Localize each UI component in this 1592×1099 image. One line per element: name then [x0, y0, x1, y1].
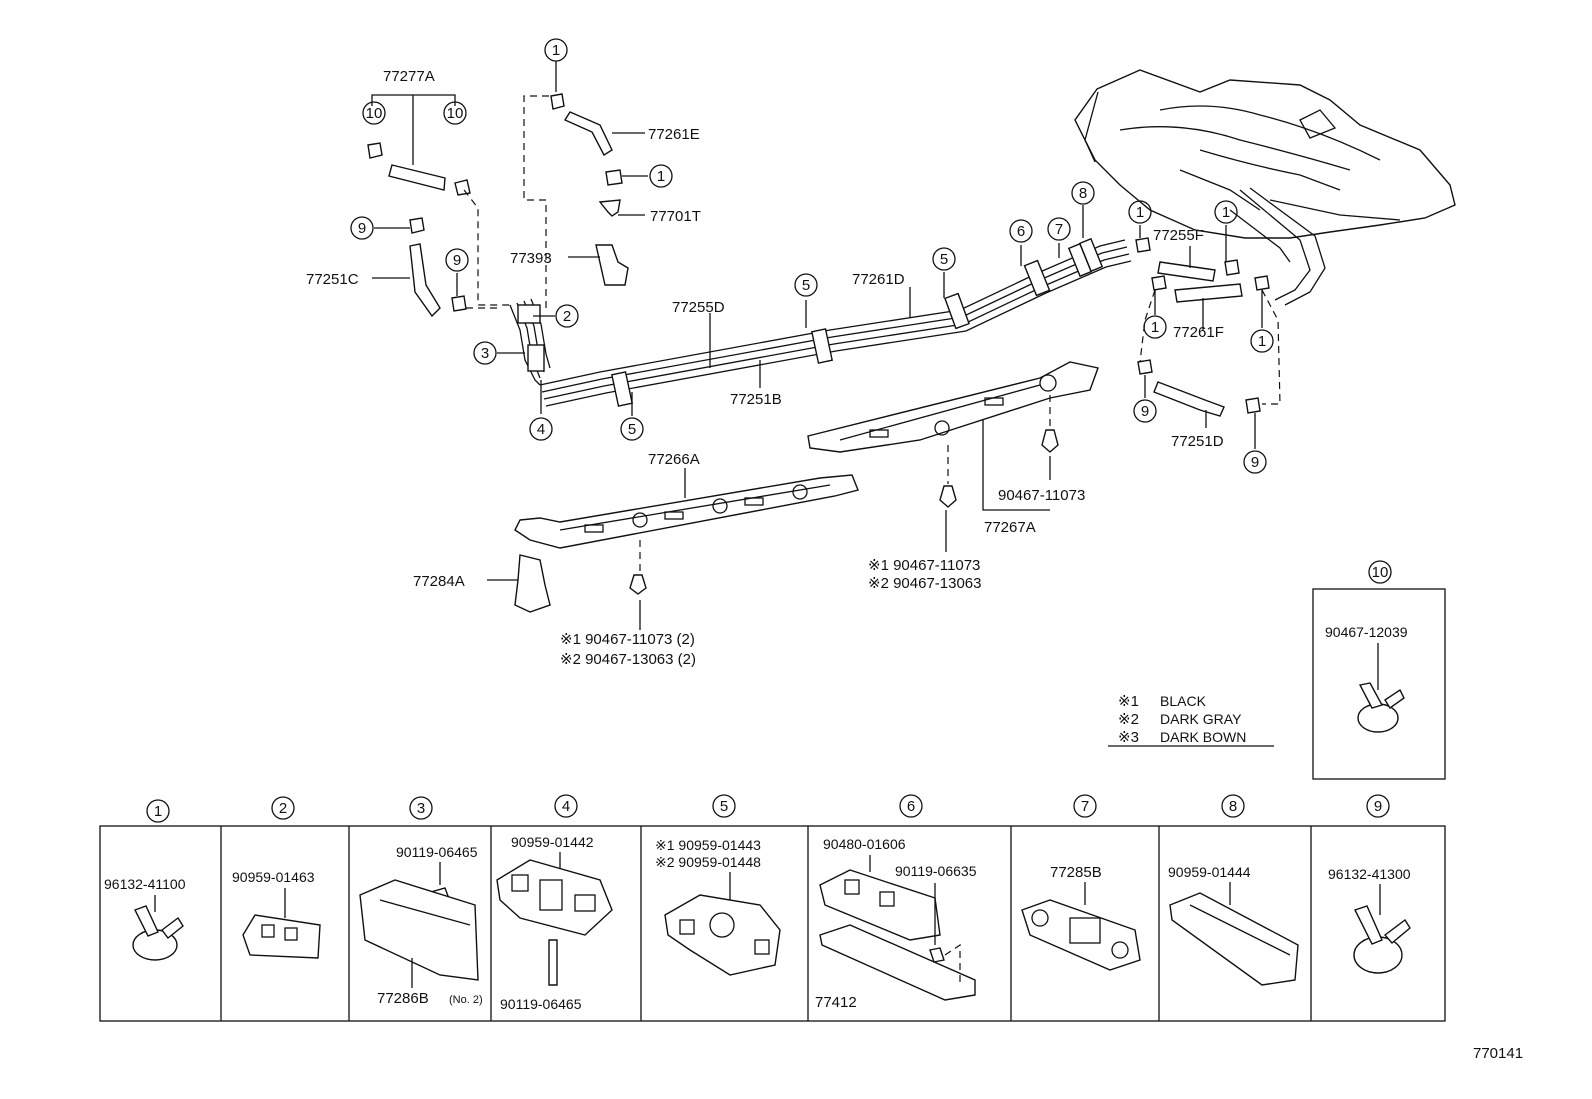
callout-1b: 1	[657, 168, 665, 185]
cell3-part-a: 90119-06465	[396, 844, 478, 860]
legend-key-1: ※1	[1118, 693, 1139, 710]
cell8-part: 90959-01444	[1168, 864, 1251, 880]
callout-9c: 9	[1141, 403, 1149, 420]
part-labels: 77277A 77261E 77701T 77393 77251C 77255D…	[306, 68, 1224, 668]
note-low-1: ※1 90467-11073 (2)	[560, 631, 695, 648]
leader-lines	[372, 61, 1263, 630]
callout-9a: 9	[358, 220, 366, 237]
protector-77266A	[514, 474, 859, 549]
fuel-tank	[1074, 69, 1456, 306]
note-low-2: ※2 90467-13063 (2)	[560, 651, 696, 668]
callout-4: 4	[537, 421, 545, 438]
cell6-part-b: 90119-06635	[895, 863, 977, 879]
label-77701T: 77701T	[650, 208, 701, 225]
table-header-7: 7	[1081, 798, 1089, 815]
cell2-part: 90959-01463	[232, 869, 315, 885]
callout-10a: 10	[366, 105, 383, 122]
cell6-part-c: 77412	[815, 994, 857, 1011]
callout-9b: 9	[453, 252, 461, 269]
legend-key-2: ※2	[1118, 711, 1139, 728]
detail-box-10: 10 90467-12039	[1312, 560, 1446, 780]
hose-77261E	[550, 93, 629, 286]
cell3-part-b: 77286B	[377, 990, 429, 1007]
cell3-part-b-note: (No. 2)	[449, 994, 483, 1006]
hose-77251C	[409, 217, 467, 318]
label-77261E: 77261E	[648, 126, 700, 143]
label-90467-11073: 90467-11073	[998, 487, 1085, 504]
callout-3: 3	[481, 345, 489, 362]
grommets	[629, 395, 1059, 595]
color-legend: ※1 BLACK ※2 DARK GRAY ※3 DARK BOWN	[1108, 693, 1274, 747]
table-header-5: 5	[720, 798, 728, 815]
callout-7: 7	[1055, 221, 1063, 238]
callout-9d: 9	[1251, 454, 1259, 471]
cell5-part-b: ※2 90959-01448	[655, 854, 761, 870]
callout-1f: 1	[1258, 333, 1266, 350]
label-77277A: 77277A	[383, 68, 435, 85]
callout-10b: 10	[447, 105, 464, 122]
callout-1a: 1	[552, 42, 560, 59]
callout-1e: 1	[1151, 319, 1159, 336]
callout-circles: 1 10 10 1 9 9 2 3 4 5 5 5 6 7 8 1 1 1 1 …	[350, 38, 1274, 474]
parts-table: 1 2 3 4 5 6 7 8 9 96132-41100 90959-0146…	[99, 794, 1446, 1022]
callout-5a: 5	[628, 421, 636, 438]
cell7-part: 77285B	[1050, 864, 1102, 881]
cell5-part-a: ※1 90959-01443	[655, 837, 761, 853]
label-77251B: 77251B	[730, 391, 782, 408]
note-mid-1: ※1 90467-11073	[868, 557, 980, 574]
detail-10-part: 90467-12039	[1325, 624, 1408, 640]
table-header-4: 4	[562, 798, 570, 815]
label-77261D: 77261D	[852, 271, 905, 288]
detail-10-callout: 10	[1372, 564, 1389, 581]
label-77255F: 77255F	[1153, 227, 1204, 244]
table-header-1: 1	[154, 803, 162, 820]
label-77267A: 77267A	[984, 519, 1036, 536]
main-fuel-line	[509, 237, 1132, 407]
table-header-9: 9	[1374, 798, 1382, 815]
table-header-8: 8	[1229, 798, 1237, 815]
bracket-77284A	[514, 554, 551, 613]
callout-1c: 1	[1136, 204, 1144, 221]
label-77251C: 77251C	[306, 271, 359, 288]
legend-text-2: DARK GRAY	[1160, 711, 1242, 727]
cell6-part-a: 90480-01606	[823, 836, 906, 852]
label-77284A: 77284A	[413, 573, 465, 590]
table-header-6: 6	[907, 798, 915, 815]
callout-1d: 1	[1222, 204, 1230, 221]
label-77266A: 77266A	[648, 451, 700, 468]
legend-text-3: DARK BOWN	[1160, 729, 1246, 745]
label-77393: 77393	[510, 250, 552, 267]
table-header-3: 3	[417, 800, 425, 817]
cell4-part-b: 90119-06465	[500, 996, 582, 1012]
label-77251D: 77251D	[1171, 433, 1224, 450]
callout-5c: 5	[940, 251, 948, 268]
figure-id: 770141	[1473, 1045, 1523, 1062]
table-header-2: 2	[279, 800, 287, 817]
cell4-part-a: 90959-01442	[511, 834, 594, 850]
callout-6: 6	[1017, 223, 1025, 240]
protector-77267A	[807, 361, 1099, 453]
cell9-part: 96132-41300	[1328, 866, 1411, 882]
callout-8: 8	[1079, 185, 1087, 202]
hose-77277A	[367, 94, 471, 196]
right-hoses	[1135, 237, 1281, 417]
table-headers: 1 2 3 4 5 6 7 8 9	[146, 794, 1390, 823]
callout-2: 2	[563, 308, 571, 325]
callout-5b: 5	[802, 277, 810, 294]
cell1-part: 96132-41100	[104, 876, 186, 892]
label-77255D: 77255D	[672, 299, 725, 316]
legend-key-3: ※3	[1118, 729, 1139, 746]
note-mid-2: ※2 90467-13063	[868, 575, 982, 592]
label-77261F: 77261F	[1173, 324, 1224, 341]
legend-text-1: BLACK	[1160, 693, 1207, 709]
